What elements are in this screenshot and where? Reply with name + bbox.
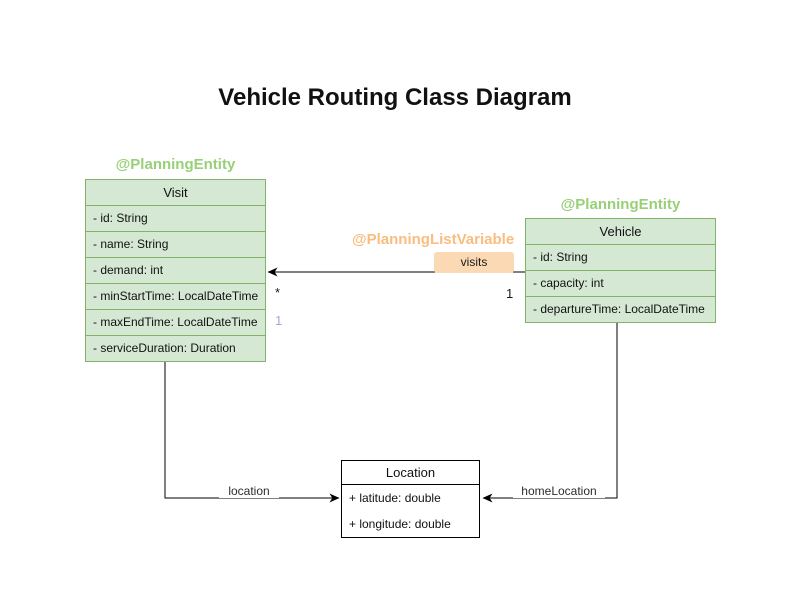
visit-attribute-service-duration: - serviceDuration: Duration bbox=[86, 335, 265, 361]
visit-planning-entity-annotation: @PlanningEntity bbox=[115, 156, 236, 173]
visits-target-multiplicity: * bbox=[275, 285, 281, 300]
class-vehicle-name: Vehicle bbox=[599, 224, 642, 239]
visit-attribute-id: - id: String bbox=[86, 205, 265, 231]
diagram-title: Vehicle Routing Class Diagram bbox=[218, 84, 572, 111]
vehicle-attribute-departure-time: - departureTime: LocalDateTime bbox=[526, 296, 715, 322]
home-location-association-label: homeLocation bbox=[513, 484, 605, 498]
class-location: Location + latitude: double + longitude:… bbox=[341, 460, 480, 538]
planning-list-variable-annotation: @PlanningListVariable bbox=[352, 231, 515, 248]
visit-attribute-max-end-time: - maxEndTime: LocalDateTime bbox=[86, 309, 265, 335]
class-location-name: Location bbox=[342, 461, 479, 485]
visits-shadow-multiplicity: 1 bbox=[275, 313, 283, 328]
edge-location bbox=[164, 362, 340, 503]
vehicle-planning-entity-annotation: @PlanningEntity bbox=[560, 196, 681, 213]
location-attribute-longitude: + longitude: double bbox=[349, 517, 451, 531]
class-vehicle: Vehicle - id: String - capacity: int - d… bbox=[525, 218, 716, 323]
location-association-label: location bbox=[219, 484, 279, 498]
visits-source-multiplicity: 1 bbox=[506, 286, 514, 301]
vehicle-attribute-id: - id: String bbox=[526, 244, 715, 270]
visit-attribute-demand: - demand: int bbox=[86, 257, 265, 283]
class-visit-name: Visit bbox=[163, 185, 188, 200]
visit-attribute-name: - name: String bbox=[86, 231, 265, 257]
visits-association-label: visits bbox=[434, 252, 514, 273]
location-attribute-latitude: + latitude: double bbox=[349, 491, 441, 505]
edge-home-location bbox=[482, 322, 618, 503]
vehicle-attribute-capacity: - capacity: int bbox=[526, 270, 715, 296]
visit-attribute-min-start-time: - minStartTime: LocalDateTime bbox=[86, 283, 265, 309]
class-visit: Visit - id: String - name: String - dema… bbox=[85, 179, 266, 362]
